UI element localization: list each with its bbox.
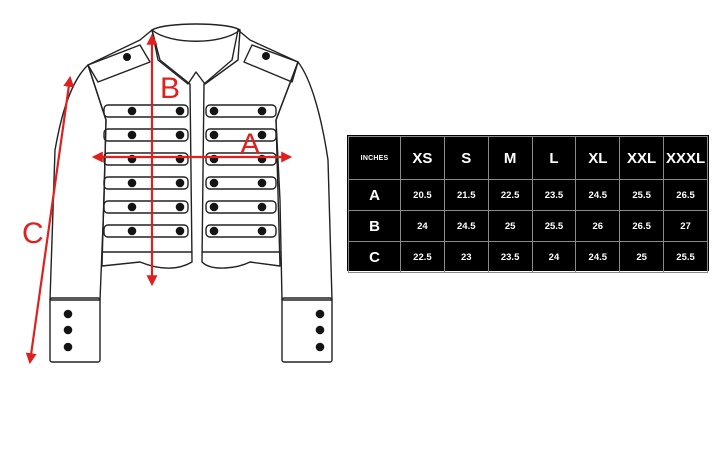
- table-cell: 25.5: [619, 179, 665, 211]
- size-header: S: [443, 136, 489, 180]
- size-header: XXXL: [663, 136, 708, 180]
- size-header: XS: [400, 136, 445, 180]
- table-corner-unit: INCHES: [348, 136, 401, 180]
- label-a: A: [240, 128, 260, 161]
- table-cell: 22.5: [400, 241, 445, 273]
- table-cell: 24.5: [443, 210, 489, 242]
- table-cell: 25.5: [531, 210, 577, 242]
- table-cell: 23: [443, 241, 489, 273]
- size-header: L: [531, 136, 577, 180]
- row-label: C: [348, 241, 401, 273]
- table-cell: 25.5: [663, 241, 708, 273]
- label-b: B: [160, 72, 180, 105]
- table-row: C 22.5 23 23.5 24 24.5 25 25.5: [348, 241, 708, 273]
- right-cuff: [281, 297, 333, 363]
- left-cuff: [49, 297, 101, 363]
- table-cell: 24: [531, 241, 577, 273]
- size-header: XXL: [619, 136, 665, 180]
- table-cell: 26.5: [619, 210, 665, 242]
- table-cell: 26.5: [663, 179, 708, 211]
- left-frogging: [103, 104, 189, 238]
- right-frogging: [205, 104, 277, 238]
- table-cell: 25: [619, 241, 665, 273]
- left-sleeve: [49, 64, 107, 301]
- label-c: C: [22, 217, 44, 250]
- table-cell: 24.5: [575, 179, 621, 211]
- table-cell: 21.5: [443, 179, 489, 211]
- size-table: INCHES XS S M L XL XXL XXXL A 20.5 21.5 …: [348, 136, 708, 273]
- table-cell: 24.5: [575, 241, 621, 273]
- right-front-panel: [201, 29, 299, 269]
- table-cell: 23.5: [531, 179, 577, 211]
- size-header: XL: [575, 136, 621, 180]
- table-cell: 27: [663, 210, 708, 242]
- table-header-row: INCHES XS S M L XL XXL XXXL: [348, 136, 708, 180]
- size-header: M: [487, 136, 533, 180]
- jacket-diagram: B A C: [22, 23, 333, 365]
- row-label: A: [348, 179, 401, 211]
- collar: [151, 23, 241, 85]
- table-cell: 26: [575, 210, 621, 242]
- left-front-panel: [87, 29, 193, 269]
- table-row: B 24 24.5 25 25.5 26 26.5 27: [348, 210, 708, 242]
- table-cell: 20.5: [400, 179, 445, 211]
- table-cell: 24: [400, 210, 445, 242]
- size-chart: INCHES XS S M L XL XXL XXXL A 20.5 21.5 …: [347, 135, 709, 273]
- row-label: B: [348, 210, 401, 242]
- table-cell: 22.5: [487, 179, 533, 211]
- table-row: A 20.5 21.5 22.5 23.5 24.5 25.5 26.5: [348, 179, 708, 211]
- arrow-c: [25, 75, 75, 365]
- table-cell: 25: [487, 210, 533, 242]
- table-cell: 23.5: [487, 241, 533, 273]
- right-epaulette: [243, 44, 299, 83]
